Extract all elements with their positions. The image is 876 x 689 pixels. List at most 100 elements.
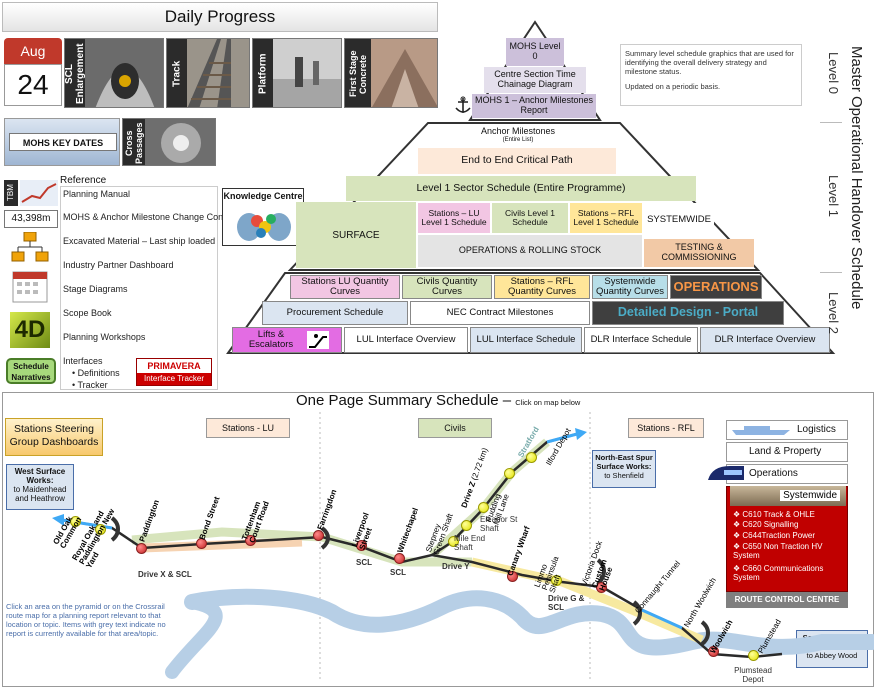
summary-title: One Page Summary Schedule – Click on map…: [296, 392, 580, 409]
cross-passages-tile[interactable]: Cross Passages: [122, 118, 216, 166]
stations-rfl-level-1[interactable]: Stations – RFL Level 1 Schedule: [570, 203, 642, 233]
track-tile[interactable]: Track: [166, 38, 250, 108]
ref-scope-book[interactable]: Scope Book: [63, 308, 112, 318]
ref-interfaces[interactable]: Interfaces: [63, 356, 103, 366]
procurement-schedule[interactable]: Procurement Schedule: [262, 301, 408, 325]
platform-tile[interactable]: Platform: [252, 38, 342, 108]
label-plumstead-depot: Plumstead Depot: [734, 666, 772, 684]
level-1-sector-schedule[interactable]: Level 1 Sector Schedule (Entire Programm…: [346, 176, 696, 201]
systemwide-schedule[interactable]: SYSTEMWIDE: [644, 203, 714, 237]
lifts-escalators[interactable]: Lifts & Escalators: [232, 327, 342, 353]
civils-level-1[interactable]: Civils Level 1 Schedule: [492, 203, 568, 233]
ne-spur-works[interactable]: North-East Spur Surface Works: to Shenfi…: [592, 450, 656, 488]
level-2-label: Level 2: [826, 292, 841, 334]
level-divider: [820, 122, 842, 123]
level-1-label: Level 1: [826, 175, 841, 217]
section-stations-lu[interactable]: Stations - LU: [206, 418, 290, 438]
end-to-end-critical-path[interactable]: End to End Critical Path: [418, 148, 616, 174]
operations-button[interactable]: OPERATIONS: [670, 275, 762, 299]
station-pudding-mill[interactable]: [504, 468, 515, 479]
sys-c610[interactable]: ❖ C610 Track & OHLE: [733, 510, 815, 519]
anchor-milestones-report-label: MOHS 1 – Anchor Milestones Report: [474, 95, 594, 115]
station-canary-wharf[interactable]: [507, 571, 518, 582]
anchor-milestones[interactable]: Anchor Milestones (Entire List): [432, 124, 604, 146]
ref-tracker-label: Tracker: [77, 380, 108, 390]
station-old-oak[interactable]: [70, 516, 81, 527]
surface-schedule[interactable]: SURFACE: [296, 202, 416, 268]
ref-tracker[interactable]: • Tracker: [72, 380, 108, 390]
station-eleanor[interactable]: [478, 502, 489, 513]
pyramid-note-text: Summary level schedule graphics that are…: [625, 49, 794, 76]
centre-section-time-chainage[interactable]: Centre Section Time Chainage Diagram: [484, 67, 586, 93]
nec-label: NEC Contract Milestones: [446, 306, 554, 318]
anchor-milestones-sub: (Entire List): [502, 136, 534, 143]
station-farringdon[interactable]: [313, 530, 324, 541]
ref-industry-partner[interactable]: Industry Partner Dashboard: [63, 260, 174, 270]
station-limmo[interactable]: [551, 575, 562, 586]
detailed-design-portal[interactable]: Detailed Design - Portal: [592, 301, 784, 325]
systemwide-header[interactable]: Systemwide: [730, 486, 846, 506]
sys-c660[interactable]: ❖ C660 Communications System: [733, 564, 824, 582]
calendar-icon[interactable]: Aug 24: [4, 38, 62, 106]
station-paddington[interactable]: [136, 543, 147, 554]
west-surface-dest: to Maidenhead and Heathrow: [13, 485, 67, 503]
level-divider-2: [820, 272, 842, 273]
concrete-photo: [371, 39, 437, 107]
mohs-level-0[interactable]: MOHS Level 0: [506, 38, 564, 66]
mohs-anchor-milestones-report[interactable]: MOHS 1 – Anchor Milestones Report: [472, 94, 596, 118]
dlr-overview-label: DLR Interface Overview: [714, 333, 816, 345]
land-property-button[interactable]: Land & Property: [726, 442, 848, 462]
lul-interface-schedule[interactable]: LUL Interface Schedule: [470, 327, 582, 353]
tbm-widget[interactable]: TBM 43,398m: [4, 180, 58, 232]
station-mile-end[interactable]: [461, 520, 472, 531]
systemwide-quantity-curves[interactable]: Systemwide Quantity Curves: [592, 275, 668, 299]
station-whitechapel[interactable]: [394, 553, 405, 564]
operations-rolling-stock[interactable]: OPERATIONS & ROLLING STOCK: [418, 235, 642, 267]
ref-excavated-material[interactable]: Excavated Material – Last ship loaded: [63, 236, 216, 246]
section-stations-rfl[interactable]: Stations - RFL: [628, 418, 704, 438]
civils-quantity-curves[interactable]: Civils Quantity Curves: [402, 275, 492, 299]
scl-enlargement-tile[interactable]: SCL Enlargement: [64, 38, 164, 108]
section-civils-label: Civils: [444, 423, 466, 433]
sys-c644[interactable]: ❖ C644Traction Power: [733, 531, 816, 540]
station-royal-oak[interactable]: [95, 524, 106, 535]
sys-c650-label: C650 Non Traction HV System: [733, 542, 823, 560]
ref-definitions[interactable]: • Definitions: [72, 368, 120, 378]
stations-steering-dashboards[interactable]: Stations Steering Group Dashboards: [5, 418, 103, 456]
lul-interface-overview[interactable]: LUL Interface Overview: [344, 327, 468, 353]
station-tcr[interactable]: [245, 535, 256, 546]
primavera-interface-tracker[interactable]: PRIMAVERA Interface Tracker: [136, 358, 212, 386]
knowledge-centre-button[interactable]: Knowledge Centre: [222, 188, 304, 246]
label-mile-end: Mile End Shaft: [454, 534, 486, 552]
mohs-key-dates-label: MOHS KEY DATES: [9, 133, 117, 151]
station-liverpool-street[interactable]: [356, 540, 367, 551]
mohs-key-dates-banner[interactable]: MOHS KEY DATES: [4, 118, 120, 166]
station-stratford[interactable]: [526, 452, 537, 463]
ref-planning-workshops[interactable]: Planning Workshops: [63, 332, 146, 342]
ref-planning-manual[interactable]: Planning Manual: [63, 189, 131, 199]
ref-change-control[interactable]: MOHS & Anchor Milestone Change Control: [63, 212, 236, 222]
station-woolwich[interactable]: [708, 646, 719, 657]
ne-spur-title: North-East Spur Surface Works:: [595, 453, 653, 471]
stations-lu-level-1[interactable]: Stations – LU Level 1 Schedule: [418, 203, 490, 233]
testing-commissioning[interactable]: TESTING & COMMISSIONING: [644, 239, 754, 267]
west-surface-works[interactable]: West Surface Works: to Maidenhead and He…: [6, 464, 74, 510]
station-bond-street[interactable]: [196, 538, 207, 549]
first-stage-concrete-tile[interactable]: First Stage Concrete: [344, 38, 438, 108]
stations-rfl-quantity-curves[interactable]: Stations – RFL Quantity Curves: [494, 275, 590, 299]
section-civils[interactable]: Civils: [418, 418, 492, 438]
station-stepney-shaft[interactable]: [448, 536, 459, 547]
sys-c650[interactable]: ❖ C650 Non Traction HV System: [733, 542, 823, 560]
knowledge-centre-label: Knowledge Centre: [223, 191, 303, 201]
dlr-interface-schedule[interactable]: DLR Interface Schedule: [584, 327, 698, 353]
station-plumstead[interactable]: [748, 650, 759, 661]
schedule-narratives-button[interactable]: Schedule Narratives: [6, 358, 56, 384]
stations-lu-quantity-curves[interactable]: Stations LU Quantity Curves: [290, 275, 400, 299]
sys-c620[interactable]: ❖ C620 Signalling: [733, 520, 799, 529]
dlr-interface-overview[interactable]: DLR Interface Overview: [700, 327, 830, 353]
testing-label: TESTING & COMMISSIONING: [661, 242, 737, 262]
ref-stage-diagrams[interactable]: Stage Diagrams: [63, 284, 128, 294]
route-control-centre-button[interactable]: ROUTE CONTROL CENTRE: [726, 592, 848, 608]
nec-contract-milestones[interactable]: NEC Contract Milestones: [410, 301, 590, 325]
station-custom-house[interactable]: [596, 582, 607, 593]
